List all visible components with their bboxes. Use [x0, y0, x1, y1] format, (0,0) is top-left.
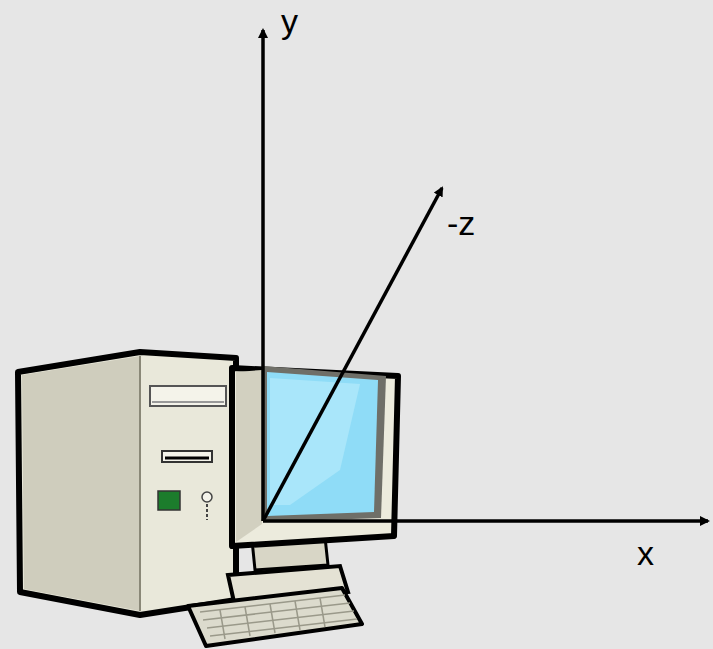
coordinate-axes: [263, 30, 708, 521]
tower-case: [18, 352, 236, 615]
axis-label: -z: [447, 206, 475, 240]
axis-label: x: [637, 536, 654, 570]
axis-label: y: [281, 4, 298, 38]
keyboard: [188, 588, 362, 646]
monitor: [232, 366, 398, 546]
